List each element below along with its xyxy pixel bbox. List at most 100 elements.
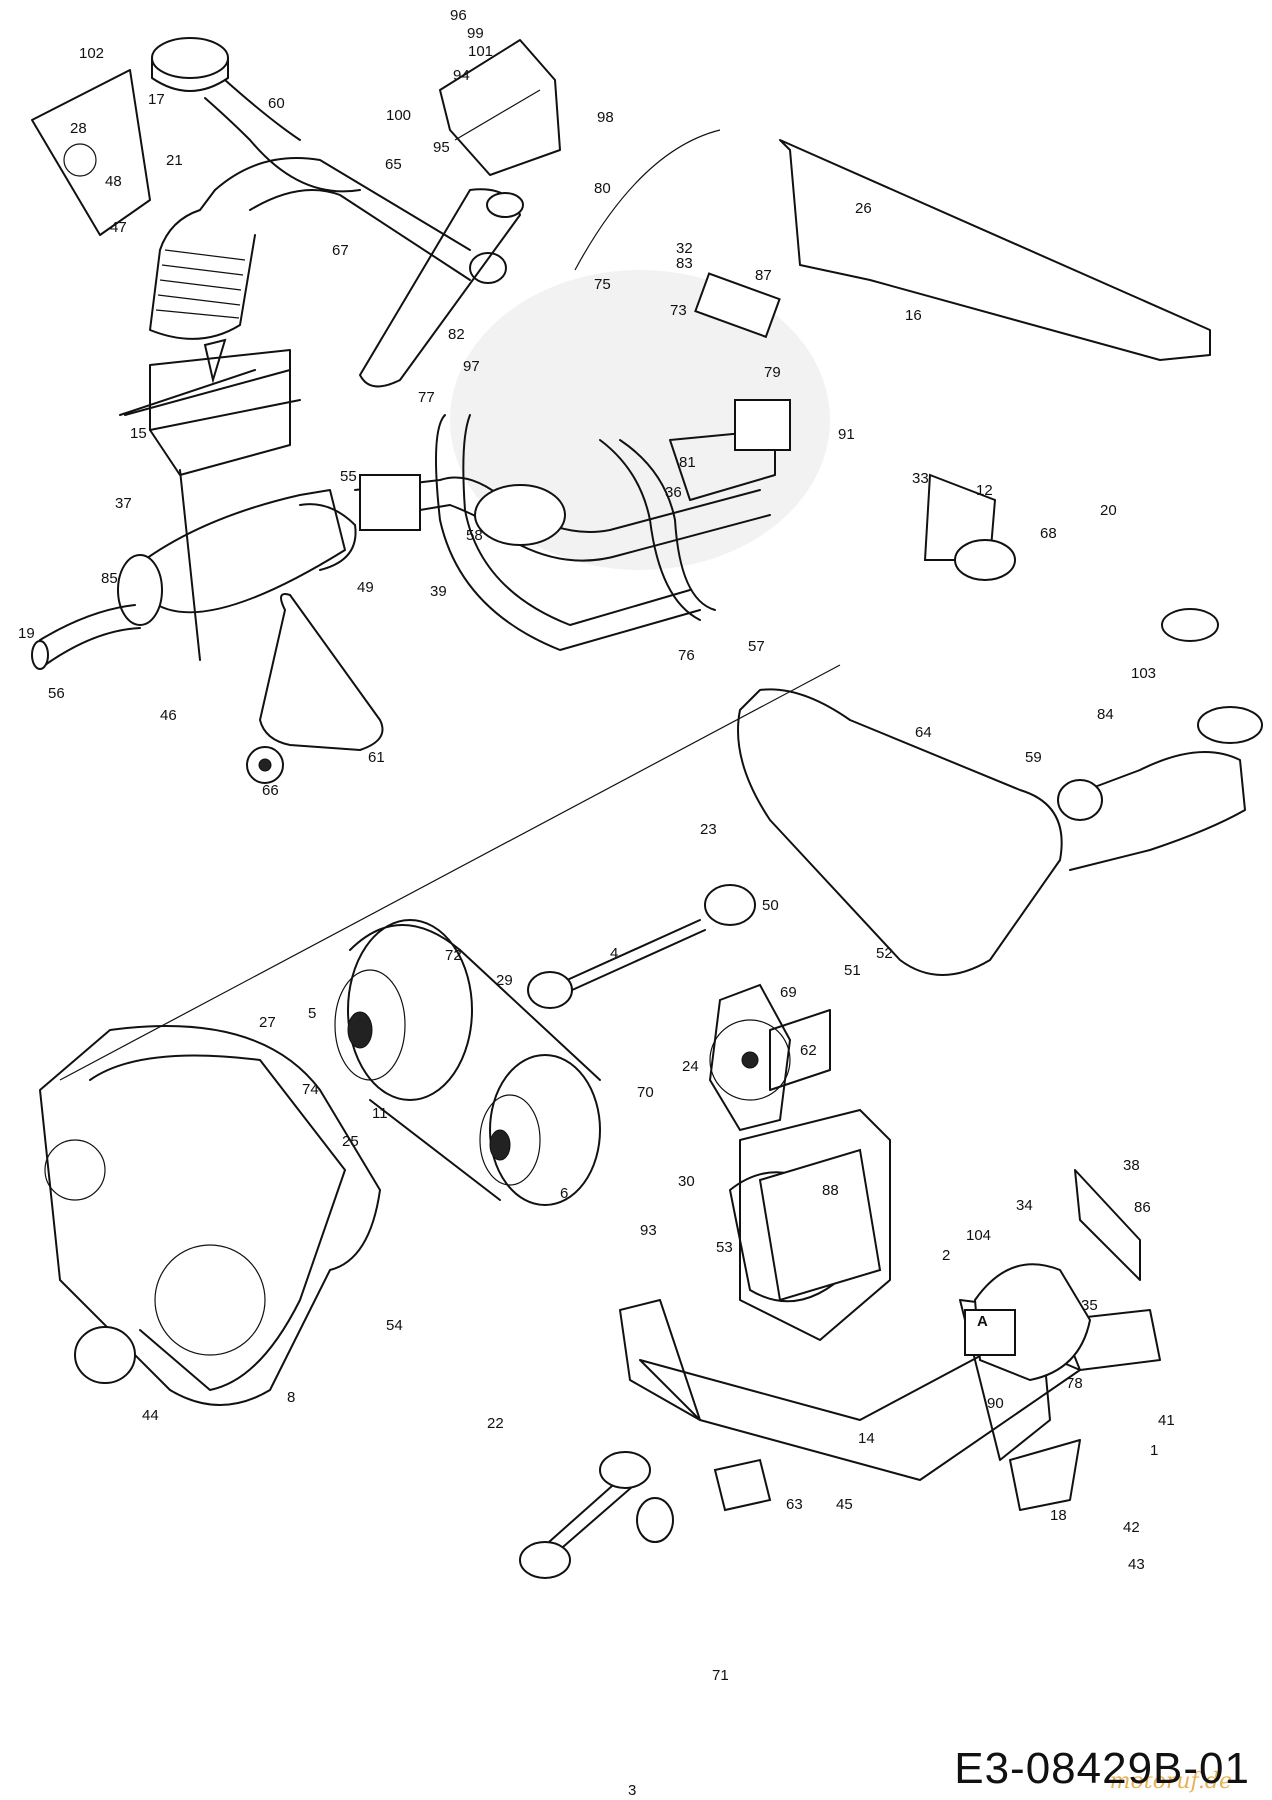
hub-44 [74, 1326, 136, 1384]
callout-label-82: 82 [448, 326, 465, 343]
callout-label-64: 64 [915, 724, 932, 741]
callout-label-28: 28 [70, 120, 87, 137]
callout-label-96: 96 [450, 7, 467, 24]
callout-label-60: 60 [268, 95, 285, 112]
callout-label-53: 53 [716, 1239, 733, 1256]
callout-label-47: 47 [110, 219, 127, 236]
drive-shaft [527, 884, 756, 1009]
callout-label-104: 104 [966, 1227, 991, 1244]
callout-label-98: 98 [597, 109, 614, 126]
callout-label-37: 37 [115, 495, 132, 512]
callout-label-81: 81 [679, 454, 696, 471]
heat-shield [779, 139, 1211, 361]
callout-label-99: 99 [467, 25, 484, 42]
callout-label-5: 5 [308, 1005, 316, 1022]
bracket-87 [694, 272, 781, 339]
callout-label-90: 90 [987, 1395, 1004, 1412]
callout-label-36: 36 [665, 484, 682, 501]
callout-label-49: 49 [357, 579, 374, 596]
callout-label-103: 103 [1131, 665, 1156, 682]
bracket-88 [769, 1009, 831, 1091]
callout-label-42: 42 [1123, 1519, 1140, 1536]
callout-labels: 1234568111214151617181920212223242526272… [18, 7, 1175, 1799]
callout-label-56: 56 [48, 685, 65, 702]
callout-label-79: 79 [764, 364, 781, 381]
callout-label-95: 95 [433, 139, 450, 156]
callout-label-23: 23 [700, 821, 717, 838]
callout-label-48: 48 [105, 173, 122, 190]
callout-label-15: 15 [130, 425, 147, 442]
callout-label-58: 58 [466, 527, 483, 544]
callout-label-3: 3 [628, 1782, 636, 1799]
callout-label-91: 91 [838, 426, 855, 443]
throttle-bracket [439, 39, 561, 176]
callout-label-43: 43 [1128, 1556, 1145, 1573]
callout-label-8: 8 [287, 1389, 295, 1406]
callout-label-59: 59 [1025, 749, 1042, 766]
callout-label-55: 55 [340, 468, 357, 485]
callout-label-88: 88 [822, 1182, 839, 1199]
callout-label-39: 39 [430, 583, 447, 600]
callout-label-70: 70 [637, 1084, 654, 1101]
fuel-filter [923, 473, 1016, 581]
callout-label-101: 101 [468, 43, 493, 60]
callout-label-97: 97 [463, 358, 480, 375]
cable-80 [574, 129, 721, 271]
fan-clutch [708, 983, 792, 1132]
callout-label-102: 102 [79, 45, 104, 62]
callout-label-54: 54 [386, 1317, 403, 1334]
callout-label-20: 20 [1100, 502, 1117, 519]
callout-label-80: 80 [594, 180, 611, 197]
callout-label-86: 86 [1134, 1199, 1151, 1216]
callout-label-78: 78 [1066, 1375, 1083, 1392]
callout-label-1: 1 [1150, 1442, 1158, 1459]
callout-label-83: 83 [676, 255, 693, 272]
callout-label-68: 68 [1040, 525, 1057, 542]
callout-label-27: 27 [259, 1014, 276, 1031]
cvt-housing-left [39, 1025, 381, 1406]
callout-label-75: 75 [594, 276, 611, 293]
callout-label-84: 84 [1097, 706, 1114, 723]
starter-motor [964, 1169, 1141, 1382]
callout-label-6: 6 [560, 1185, 568, 1202]
callout-label-71: 71 [712, 1667, 729, 1684]
callout-label-16: 16 [905, 307, 922, 324]
callout-label-34: 34 [1016, 1197, 1033, 1214]
callout-label-41: 41 [1158, 1412, 1175, 1429]
cap-103 [1161, 608, 1219, 642]
callout-label-11: 11 [372, 1105, 388, 1122]
callout-label-77: 77 [418, 389, 435, 406]
callout-label-62: 62 [800, 1042, 817, 1059]
callout-label-85: 85 [101, 570, 118, 587]
callout-label-38: 38 [1123, 1157, 1140, 1174]
cvt-pulleys [334, 919, 601, 1206]
callout-label-87: 87 [755, 267, 772, 284]
callout-label-25: 25 [342, 1133, 359, 1150]
callout-label-51: 51 [844, 962, 861, 979]
callout-label-74: 74 [302, 1081, 319, 1098]
callout-label-22: 22 [487, 1415, 504, 1432]
callout-label-19: 19 [18, 625, 35, 642]
callout-label-35: 35 [1081, 1297, 1098, 1314]
watermark: motoruf.de [1109, 1769, 1232, 1794]
callout-label-17: 17 [148, 91, 165, 108]
front-driveshaft [519, 1451, 772, 1579]
callout-label-66: 66 [262, 782, 279, 799]
washer-71 [636, 1497, 674, 1543]
callout-label-2: 2 [942, 1247, 950, 1264]
callout-label-65: 65 [385, 156, 402, 173]
callout-label-24: 24 [682, 1058, 699, 1075]
cvt-cover-right [737, 688, 1063, 976]
exhaust-group [31, 349, 791, 670]
transmission-frame [619, 1009, 1161, 1511]
callout-label-26: 26 [855, 200, 872, 217]
bearing-63 [713, 1458, 772, 1512]
air-cleaner-group [31, 37, 524, 388]
callout-label-14: 14 [858, 1430, 875, 1447]
callout-label-44: 44 [142, 1407, 159, 1424]
callout-label-32: 32 [676, 240, 693, 257]
callout-label-21: 21 [166, 152, 183, 169]
callout-label-57: 57 [748, 638, 765, 655]
callout-label-93: 93 [640, 1222, 657, 1239]
